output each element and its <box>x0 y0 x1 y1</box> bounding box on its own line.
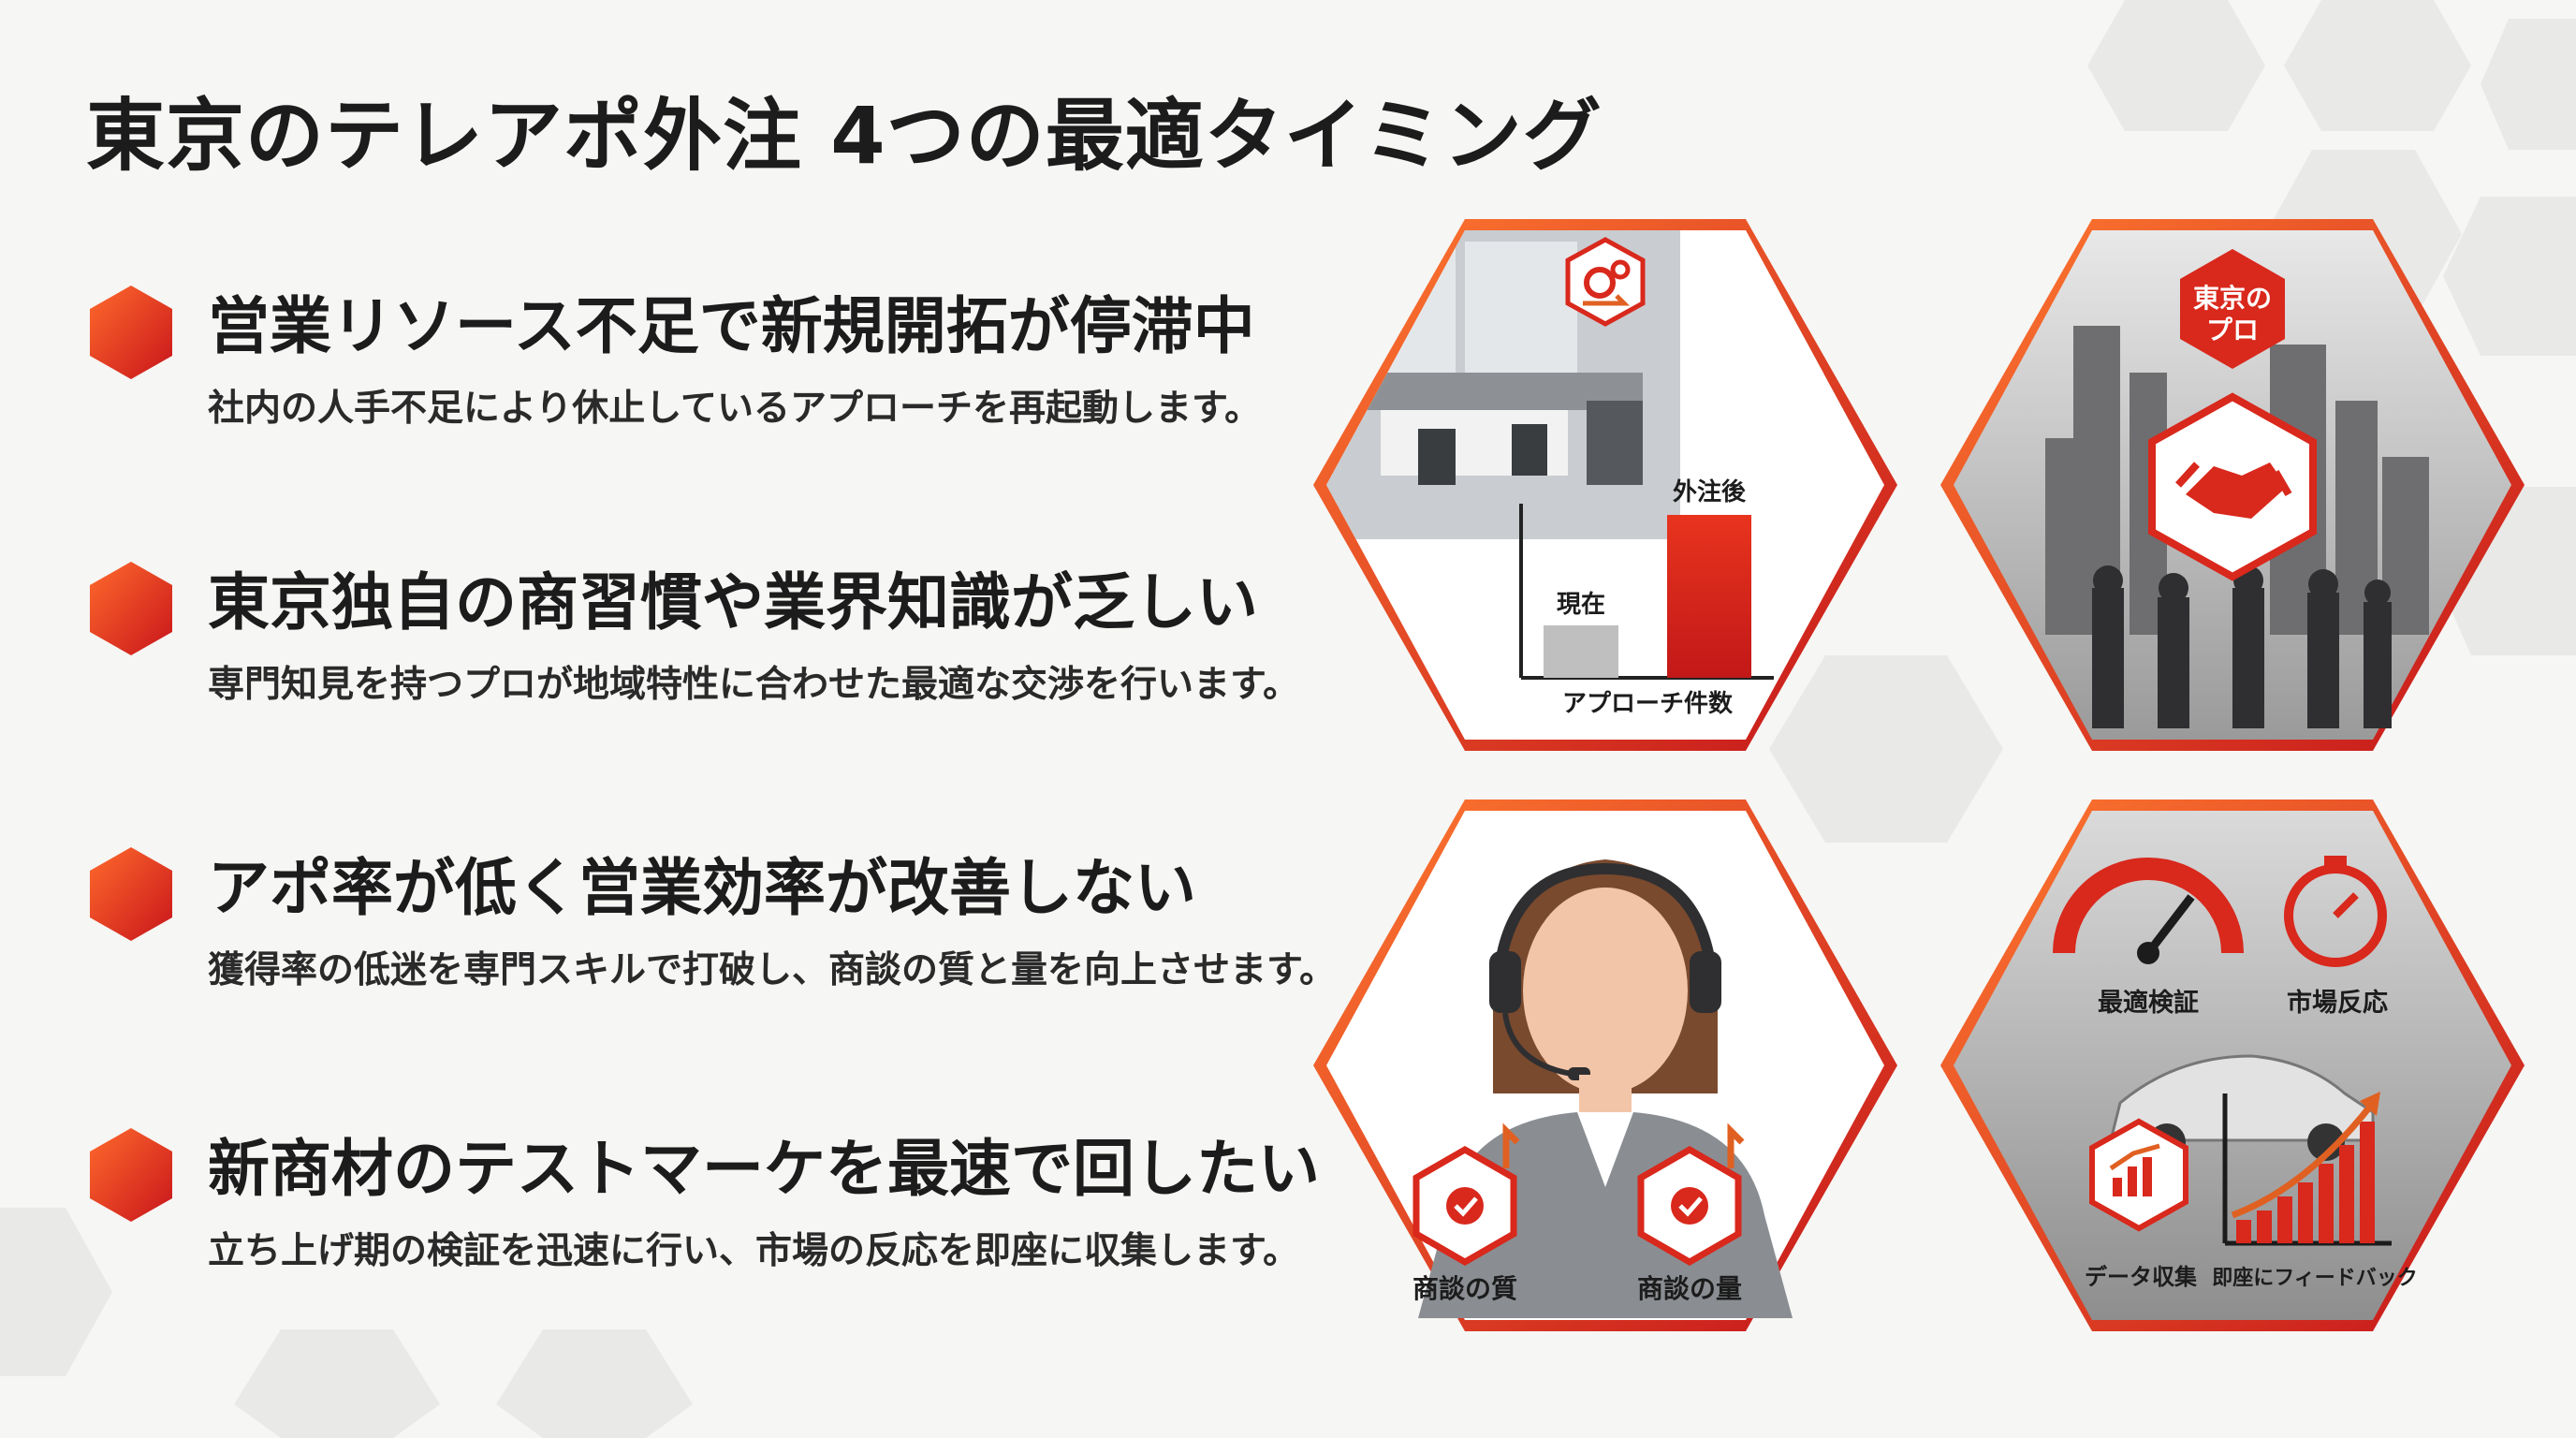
office-photo <box>1326 230 1884 539</box>
gauge-icon <box>2053 858 2244 964</box>
label-after: 外注後 <box>1673 477 1747 506</box>
panel-test-marketing: 最適検証 市場反応 データ収集 即座にフィードバッ <box>1933 794 2532 1337</box>
label-feedback: 即座にフィードバック <box>2212 1266 2418 1290</box>
axis-label: アプローチ件数 <box>1562 690 1734 718</box>
item-description: 獲得率の低迷を専門スキルで打破し、商談の質と量を向上させます。 <box>208 949 1337 991</box>
operator-headset-icon <box>1418 859 1793 1318</box>
bar-current <box>1544 625 1618 678</box>
item-description: 社内の人手不足により休止しているアプローチを再起動します。 <box>208 388 1262 430</box>
item-heading: 営業リソース不足で新規開拓が停滞中 <box>208 290 1255 362</box>
label-current: 現在 <box>1557 591 1605 619</box>
item-heading: 東京独自の商習慣や業界知識が乏しい <box>208 566 1258 638</box>
panel-operator-quality: 商談の質 商談の量 <box>1306 794 1905 1337</box>
hexagon-bullet-icon <box>90 847 172 941</box>
panel-tokyo-pro: 東京の プロ <box>1933 213 2532 756</box>
label-verify: 最適検証 <box>2098 988 2199 1018</box>
quantity-badge-icon <box>1637 1123 1745 1267</box>
hexagon-bullet-icon <box>90 562 172 655</box>
gear-arrow-icon <box>1565 237 1646 327</box>
item-description: 立ち上げ期の検証を迅速に行い、市場の反応を即座に収集します。 <box>208 1230 1300 1272</box>
svg-text:プロ: プロ <box>2206 315 2259 345</box>
handshake-icon <box>2148 392 2317 581</box>
item-heading: 新商材のテストマーケを最速で回したい <box>208 1133 1320 1205</box>
panel-office-approach-chart: 外注後 現在 アプローチ件数 <box>1306 213 1905 756</box>
hexagon-bullet-icon <box>90 1128 172 1222</box>
label-market: 市場反応 <box>2287 988 2388 1018</box>
page-title: 東京のテレアポ外注 4つの最適タイミング <box>86 90 1603 182</box>
stopwatch-icon <box>2284 856 2387 967</box>
label-quantity: 商談の量 <box>1637 1273 1742 1304</box>
svg-text:東京の: 東京の <box>2193 283 2272 314</box>
business-people <box>2092 565 2392 728</box>
label-data-collection: データ収集 <box>2085 1264 2198 1290</box>
quality-badge-icon <box>1412 1123 1520 1267</box>
hexagon-bullet-icon <box>90 286 172 379</box>
item-heading: アポ率が低く営業効率が改善しない <box>208 852 1196 924</box>
growth-chart-icon <box>2222 1092 2392 1246</box>
tokyo-pro-badge: 東京の プロ <box>2180 249 2285 369</box>
bar-after <box>1667 515 1751 678</box>
label-quality: 商談の質 <box>1412 1273 1517 1304</box>
data-collection-icon <box>2089 1118 2188 1232</box>
item-description: 専門知見を持つプロが地域特性に合わせた最適な交渉を行います。 <box>208 664 1300 706</box>
